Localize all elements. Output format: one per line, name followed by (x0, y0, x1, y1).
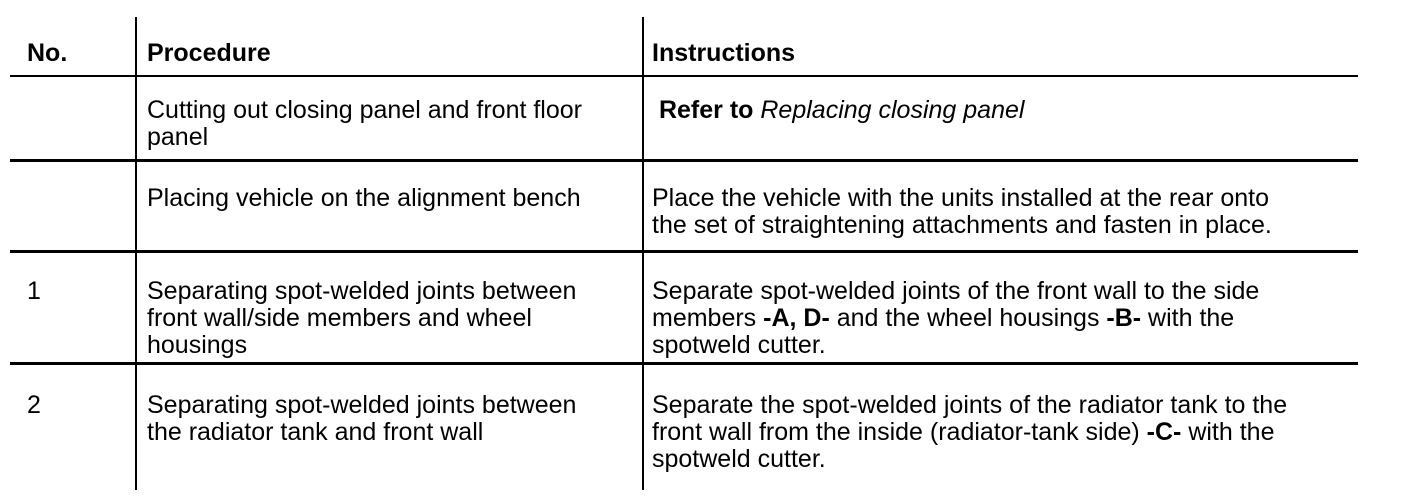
cell-instructions: Separate spot-welded joints of the front… (642, 251, 1358, 365)
cell-no (10, 160, 136, 253)
instruction-segment: members (652, 303, 764, 332)
instruction-segment: Replacing closing panel (760, 96, 1025, 124)
instruction-segment: the set of straightening attachments and… (652, 210, 1272, 239)
procedure-line: the radiator tank and front wall (147, 417, 484, 446)
instruction-segment: -A, D- (763, 303, 830, 332)
cell-instructions: Separate the spot-welded joints of the r… (642, 363, 1358, 490)
instruction-segment: with the (1181, 417, 1275, 446)
instruction-segment: with the (1141, 303, 1235, 332)
instruction-segment (652, 96, 659, 124)
instruction-line: the set of straightening attachments and… (652, 210, 1350, 239)
column-header-no: No. (10, 17, 136, 77)
cell-instructions: Refer to Replacing closing panel (642, 76, 1358, 162)
instruction-line: members -A, D- and the wheel housings -B… (652, 303, 1350, 332)
instruction-line: spotweld cutter. (652, 444, 1350, 473)
instruction-segment: Refer to (658, 96, 754, 124)
column-header-instructions: Instructions (642, 17, 1358, 77)
instruction-line: Refer to Replacing closing panel (652, 97, 1350, 124)
instruction-line: front wall from the inside (radiator-tan… (652, 417, 1350, 446)
instruction-segment: -B- (1106, 303, 1142, 332)
instruction-segment: and the wheel housings (829, 303, 1107, 332)
instruction-segment: Separate the spot-welded joints of the r… (652, 390, 1288, 419)
instruction-segment: -C- (1146, 417, 1182, 446)
cell-no: 2 (27, 390, 41, 419)
instruction-segment: front wall from the inside (radiator-tan… (652, 417, 1147, 446)
table-body: Cutting out closing panel and front floo… (10, 76, 1358, 490)
cell-instructions: Place the vehicle with the units install… (642, 160, 1358, 253)
column-header-procedure: Procedure (135, 17, 643, 77)
instruction-segment: Place the vehicle with the units install… (652, 183, 1270, 212)
instruction-line: Place the vehicle with the units install… (652, 183, 1350, 212)
procedure-table: No. Procedure Instructions Cutting out c… (10, 17, 1358, 490)
procedure-line: Separating spot-welded joints between (147, 390, 577, 419)
procedure-line: Placing vehicle on the alignment bench (147, 183, 581, 212)
instruction-line: Separate spot-welded joints of the front… (652, 276, 1350, 305)
instruction-segment: spotweld cutter. (652, 330, 826, 359)
instruction-line: Separate the spot-welded joints of the r… (652, 390, 1350, 419)
table-row: Cutting out closing panel and front floo… (10, 76, 1358, 162)
cell-procedure: Cutting out closing panel and front floo… (135, 76, 643, 162)
procedure-line: panel (147, 123, 209, 151)
procedure-line: Cutting out closing panel and front floo… (147, 96, 582, 124)
cell-no: 1 (10, 251, 136, 365)
instruction-segment: spotweld cutter. (652, 444, 826, 473)
procedure-line: Separating spot-welded joints between (147, 276, 577, 305)
cell-procedure: Placing vehicle on the alignment bench (135, 160, 643, 253)
cell-no (10, 76, 136, 162)
header-row: No. Procedure Instructions (10, 17, 1358, 77)
table-row: Placing vehicle on the alignment bench Pl… (10, 160, 1358, 253)
instruction-segment: Separate spot-welded joints of the front… (652, 276, 1260, 305)
procedure-line: front wall/side members and wheel (147, 303, 532, 332)
instruction-line: spotweld cutter. (652, 330, 1350, 359)
procedure-line: housings (147, 330, 248, 359)
